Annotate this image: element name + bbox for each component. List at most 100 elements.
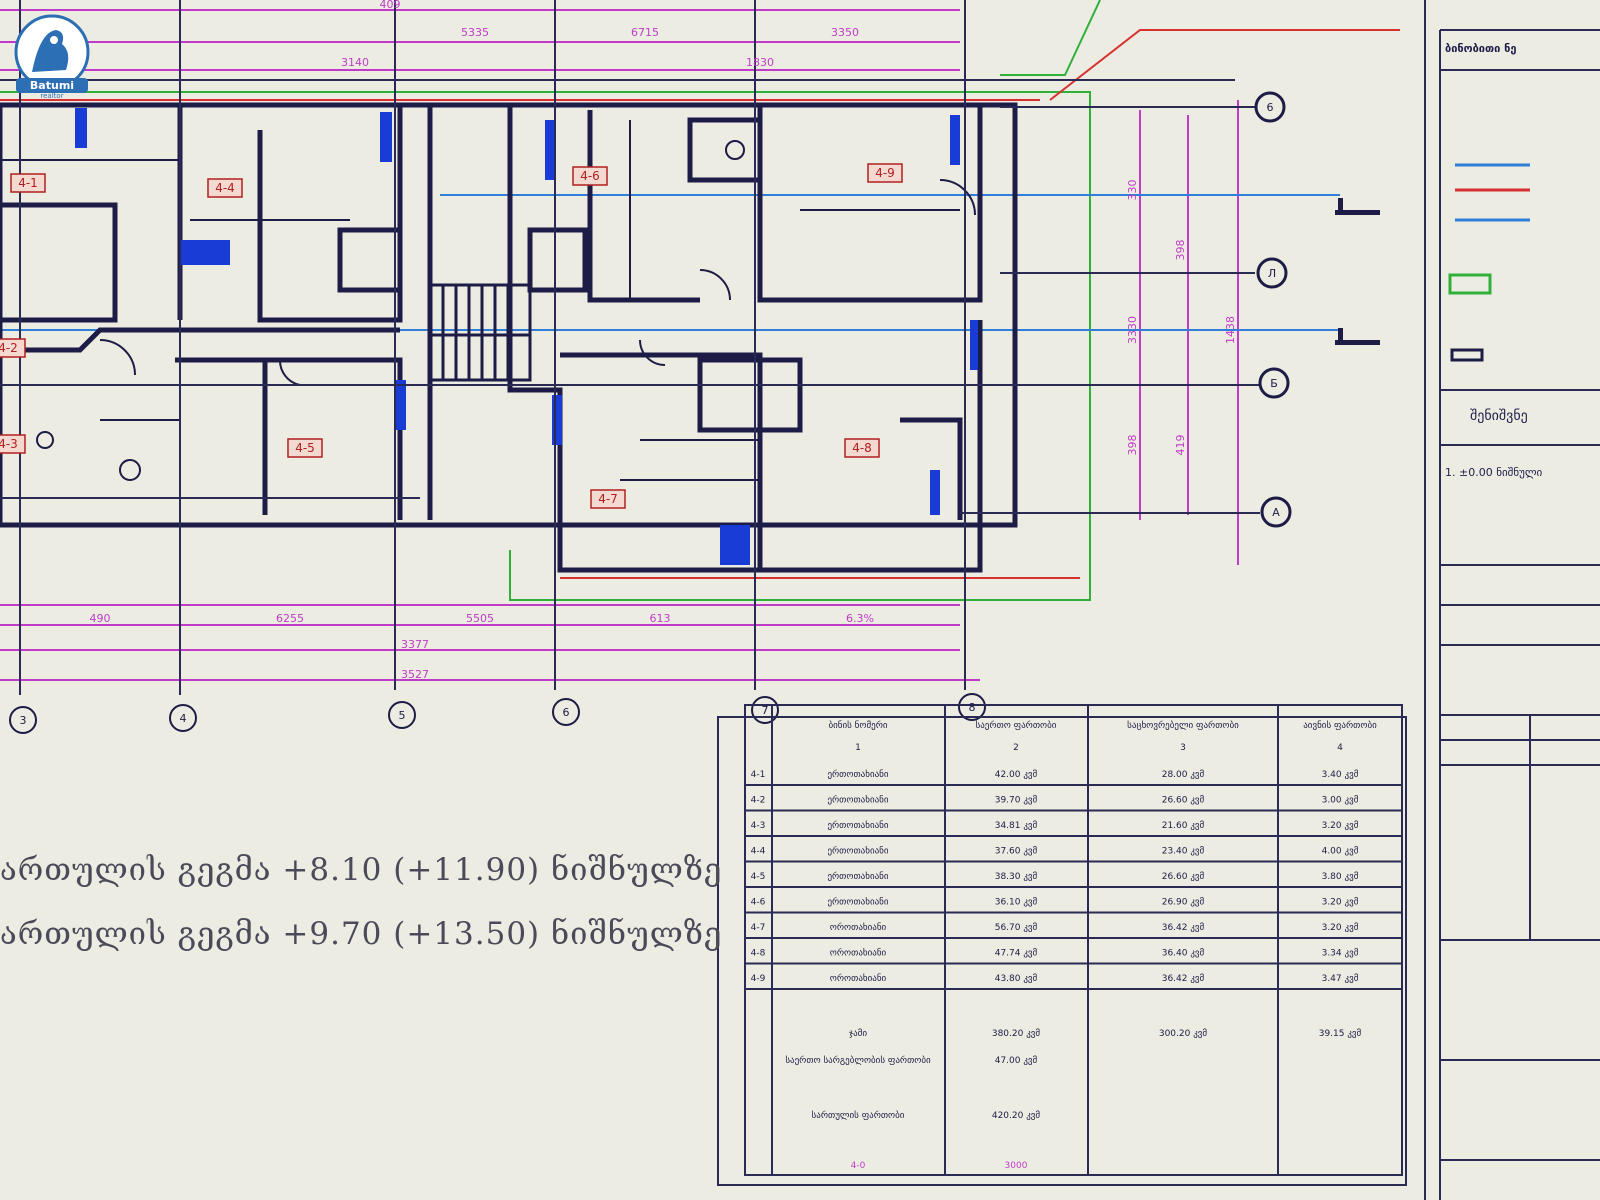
table-cell: 4-3 (751, 821, 766, 831)
dimension-label: 1830 (746, 56, 774, 69)
table-total-value: 380.20 კვმ (992, 1028, 1041, 1039)
table-cell: 3.80 კვმ (1322, 871, 1359, 882)
table-cell: 3.20 კვმ (1322, 897, 1359, 908)
room-tag: 4-2 (0, 341, 18, 355)
notes-heading: შენიშვნე (1470, 408, 1528, 424)
table-header: საცხოვრებელი ფართობი (1127, 720, 1239, 731)
table-cell: 26.90 კვმ (1162, 897, 1205, 908)
table-cell: 23.40 კვმ (1162, 846, 1205, 857)
table-cell: 28.00 კვმ (1162, 769, 1205, 780)
table-cell: 3.20 კვმ (1322, 922, 1359, 933)
table-cell: 4-6 (751, 898, 766, 908)
room-tag-box (844, 438, 880, 458)
table-cell: 36.42 კვმ (1162, 922, 1205, 933)
dimension-label: 419 (1174, 435, 1187, 456)
room-tag: 4-5 (295, 441, 315, 455)
dimension-lines-top (0, 9, 1239, 681)
table-cell: 3.47 კვმ (1322, 973, 1359, 984)
axis-row-label: А (1272, 506, 1280, 519)
section-outline (0, 0, 1400, 601)
room-tag: 4-7 (598, 492, 618, 506)
dimension-label: 398 (1174, 240, 1187, 261)
table-extra-label: სართულის ფართობი (812, 1110, 905, 1121)
table-cell: 26.60 კვმ (1162, 795, 1205, 806)
dimension-label: 5505 (466, 612, 494, 625)
table-cell: 4-5 (751, 872, 766, 882)
dimension-label: 3527 (401, 668, 429, 681)
table-cell: 38.30 კვმ (995, 871, 1038, 882)
table-cell: ოროთახიანი (830, 948, 887, 959)
table-cell: 43.80 კვმ (995, 973, 1038, 984)
room-tag-box (287, 438, 323, 458)
legend-panel (1424, 0, 1600, 1200)
room-tag-box (207, 178, 243, 198)
table-extra-value: 3000 (1005, 1161, 1028, 1171)
table-extra-label: საერთო სარგებლობის ფართობი (785, 1055, 931, 1066)
plan-caption-2: ართულის გეგმა +9.70 (+13.50) ნიშნულზე (0, 916, 723, 952)
table-cell: ერთოთახიანი (827, 871, 888, 882)
table-cell: 21.60 კვმ (1162, 820, 1205, 831)
table-cell: 37.60 კვმ (995, 846, 1038, 857)
dimension-label: 6715 (631, 26, 659, 39)
axis-column-label: 6 (563, 706, 570, 719)
note-1: 1. ±0.00 ნიშნული (1445, 466, 1543, 479)
axis-bubbles (9, 91, 1292, 734)
table-cell: 3.20 კვმ (1322, 820, 1359, 831)
table-cell: 3.40 კვმ (1322, 769, 1359, 780)
plan-caption-1: ართულის გეგმა +8.10 (+11.90) ნიშნულზე (0, 852, 723, 888)
staircase (428, 283, 532, 382)
legend-title: ბინობითი ნე (1445, 42, 1517, 55)
table-cell: ერთოთახიანი (827, 820, 888, 831)
room-tag: 4-9 (875, 166, 895, 180)
table-cell: ერთოთახიანი (827, 897, 888, 908)
table-col-index: 4 (1337, 743, 1343, 753)
room-tag: 4-4 (215, 181, 235, 195)
table-cell: 3.34 კვმ (1322, 948, 1359, 959)
dimension-label: 3140 (341, 56, 369, 69)
room-tag-box (0, 338, 26, 358)
table-cell: 39.70 კვმ (995, 795, 1038, 806)
table-col-index: 3 (1180, 743, 1186, 753)
axis-column-label: 5 (399, 709, 406, 722)
table-total-value: 39.15 კვმ (1319, 1028, 1362, 1039)
table-header: საერთო ფართობი (976, 720, 1057, 731)
table-cell: ერთოთახიანი (827, 846, 888, 857)
dimension-label: 3330 (1126, 316, 1139, 344)
dimension-label: 490 (90, 612, 111, 625)
table-cell: 26.60 კვმ (1162, 871, 1205, 882)
table-cell: 42.00 კვმ (995, 769, 1038, 780)
axis-row-label: Л (1268, 267, 1276, 280)
table-cell: 4-1 (751, 770, 766, 780)
table-total-value: 300.20 კვმ (1159, 1028, 1208, 1039)
table-col-index: 1 (855, 743, 861, 753)
table-cell: ერთოთახიანი (827, 769, 888, 780)
logo-mark-icon (14, 14, 90, 90)
table-cell: ერთოთახიანი (827, 795, 888, 806)
logo-subtitle: realtor (40, 92, 64, 100)
room-tag-box (590, 489, 626, 509)
table-cell: 34.81 კვმ (995, 820, 1038, 831)
table-cell: 4-9 (751, 974, 766, 984)
room-tag-box (0, 434, 26, 454)
table-cell: 56.70 კვმ (995, 922, 1038, 933)
room-tag-box (10, 173, 46, 193)
section-markers (1335, 198, 1380, 345)
area-table-grid (717, 704, 1407, 1186)
axis-column-label: 7 (762, 704, 769, 717)
dimension-label: 3350 (831, 26, 859, 39)
table-cell: 3.00 კვმ (1322, 795, 1359, 806)
dimension-label: 5335 (461, 26, 489, 39)
dimension-label: 3377 (401, 638, 429, 651)
table-cell: 36.10 კვმ (995, 897, 1038, 908)
table-cell: 36.42 კვმ (1162, 973, 1205, 984)
axis-column-label: 8 (969, 701, 976, 714)
dimension-label: 6.3% (846, 612, 874, 625)
axis-row-label: 6 (1267, 101, 1274, 114)
table-cell: ოროთახიანი (830, 922, 887, 933)
dimension-label: 6255 (276, 612, 304, 625)
structural-columns (75, 108, 978, 565)
room-tag: 4-3 (0, 437, 18, 451)
table-cell: 4-4 (751, 847, 766, 857)
